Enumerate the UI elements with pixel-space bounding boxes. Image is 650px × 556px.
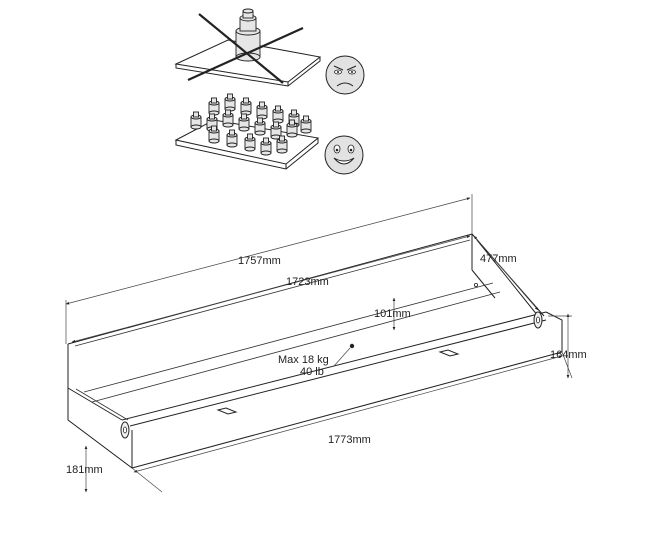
small-weight	[270, 121, 282, 140]
dimension-lines	[65, 194, 573, 493]
left-caster	[120, 421, 130, 439]
cross-mark-icon	[187, 13, 304, 84]
smiling-face-icon	[324, 135, 364, 175]
small-weight	[272, 105, 284, 124]
small-weight	[226, 129, 238, 148]
inner-height-label: 101mm	[374, 308, 411, 320]
inner-length-label: 1723mm	[286, 276, 329, 288]
small-weight	[240, 97, 252, 116]
small-weight	[190, 111, 202, 130]
small-weight	[276, 135, 288, 154]
small-weights	[190, 93, 312, 156]
outer-length-label: 1757mm	[238, 255, 281, 267]
small-weight	[260, 137, 272, 156]
small-weight	[208, 125, 220, 144]
height-label: 164mm	[550, 349, 587, 361]
small-weight	[224, 93, 236, 112]
angry-face-icon	[325, 55, 365, 95]
right-caster	[533, 311, 543, 329]
small-weight	[244, 133, 256, 152]
drawer-drawing	[67, 233, 563, 469]
concentrated-load-illustration	[174, 8, 322, 87]
distributed-load-illustration	[174, 93, 320, 170]
small-weight	[222, 109, 234, 128]
max-load-lb-label: 40 lb	[300, 366, 324, 378]
max-load-kg-label: Max 18 kg	[278, 354, 329, 366]
single-weight	[235, 8, 261, 62]
small-weight	[286, 119, 298, 138]
small-weight	[254, 117, 266, 136]
small-weight	[208, 97, 220, 116]
depth-label: 477mm	[480, 253, 517, 265]
bottom-length-label: 1773mm	[328, 434, 371, 446]
small-weight	[300, 115, 312, 134]
small-weight	[238, 113, 250, 132]
front-height-label: 181mm	[66, 464, 103, 476]
small-weight	[256, 101, 268, 120]
